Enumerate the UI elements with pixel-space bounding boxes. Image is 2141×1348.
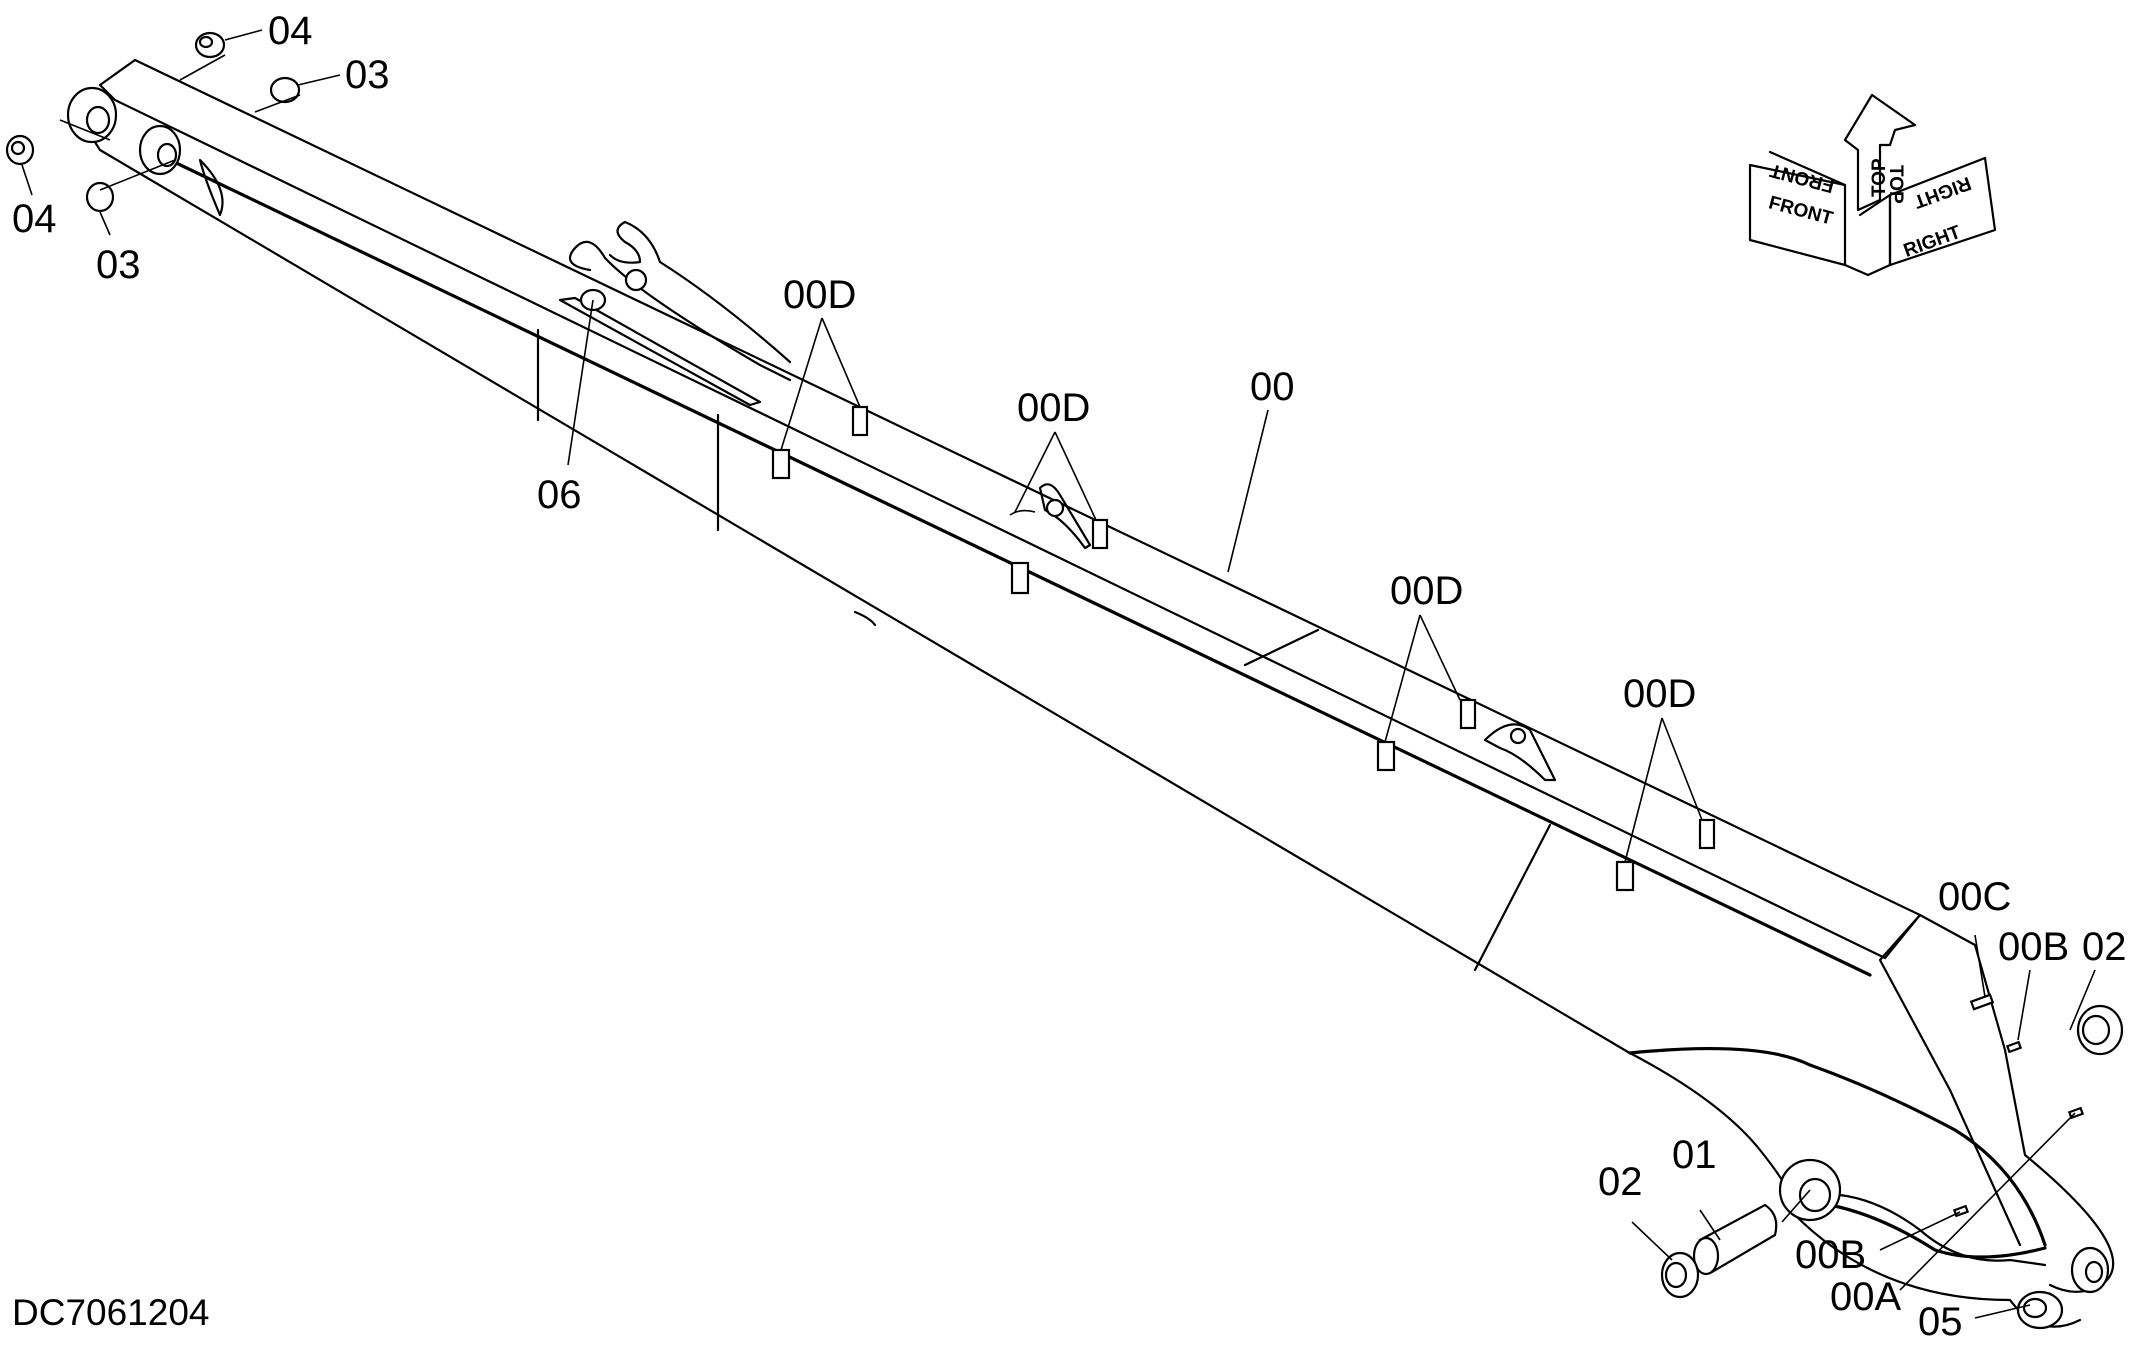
leader-lines (21, 29, 2096, 1319)
bushing-02-right (2076, 1004, 2124, 1056)
bushing-04-upper (194, 31, 226, 59)
bushing-03-lower (85, 181, 115, 213)
bushing-02-left (1660, 1251, 1700, 1299)
label-04-lower: 04 (12, 197, 57, 241)
compass-top-2: TOP (1885, 165, 1906, 204)
label-00d-1: 00D (783, 273, 856, 317)
label-04-upper: 04 (268, 9, 313, 53)
label-00: 00 (1250, 365, 1295, 409)
label-01: 01 (1672, 1133, 1717, 1177)
compass-right-mirror: RIGHT (1911, 172, 1974, 212)
label-03-upper: 03 (345, 53, 390, 97)
label-05: 05 (1918, 1300, 1963, 1344)
label-00b-lower: 00B (1795, 1233, 1866, 1277)
label-00b-upper: 00B (1998, 925, 2069, 969)
label-02-left: 02 (1598, 1160, 1643, 1204)
bushing-04-lower (5, 134, 35, 166)
boom-body (80, 58, 2115, 1328)
label-00d-3: 00D (1390, 569, 1463, 613)
label-00c: 00C (1938, 875, 2011, 919)
label-02-right: 02 (2082, 925, 2127, 969)
foot-boss-right (2070, 1246, 2110, 1294)
marker-plates (1952, 993, 2085, 1218)
bushing-03-upper (269, 76, 301, 104)
label-00d-2: 00D (1017, 386, 1090, 430)
clamp-parts (771, 405, 1716, 892)
orientation-compass-icon: FRONT FRONT TOP TOP RIGHT RIGHT (1748, 93, 1997, 277)
compass-front: FRONT (1766, 192, 1835, 229)
drawing-code: DC7061204 (12, 1292, 209, 1333)
bushing-05 (2016, 1290, 2064, 1330)
label-00a: 00A (1830, 1275, 1901, 1319)
compass-top: TOP (1869, 158, 1890, 197)
arm-cylinder-bracket (558, 220, 792, 407)
pin-01 (1692, 1203, 1778, 1276)
label-06: 06 (537, 473, 582, 517)
label-03-lower: 03 (96, 243, 141, 287)
mid-bracket-2 (1483, 723, 1557, 782)
part-labels: 04 03 04 03 06 00D 00D 00 00D 00D 00C 00… (12, 9, 2127, 1344)
compass-right: RIGHT (1901, 222, 1964, 262)
mid-bracket-1 (1009, 483, 1092, 550)
compass-front-mirror: FRONT (1768, 159, 1837, 196)
head-boss-upper (66, 86, 118, 144)
label-00d-4: 00D (1623, 672, 1696, 716)
